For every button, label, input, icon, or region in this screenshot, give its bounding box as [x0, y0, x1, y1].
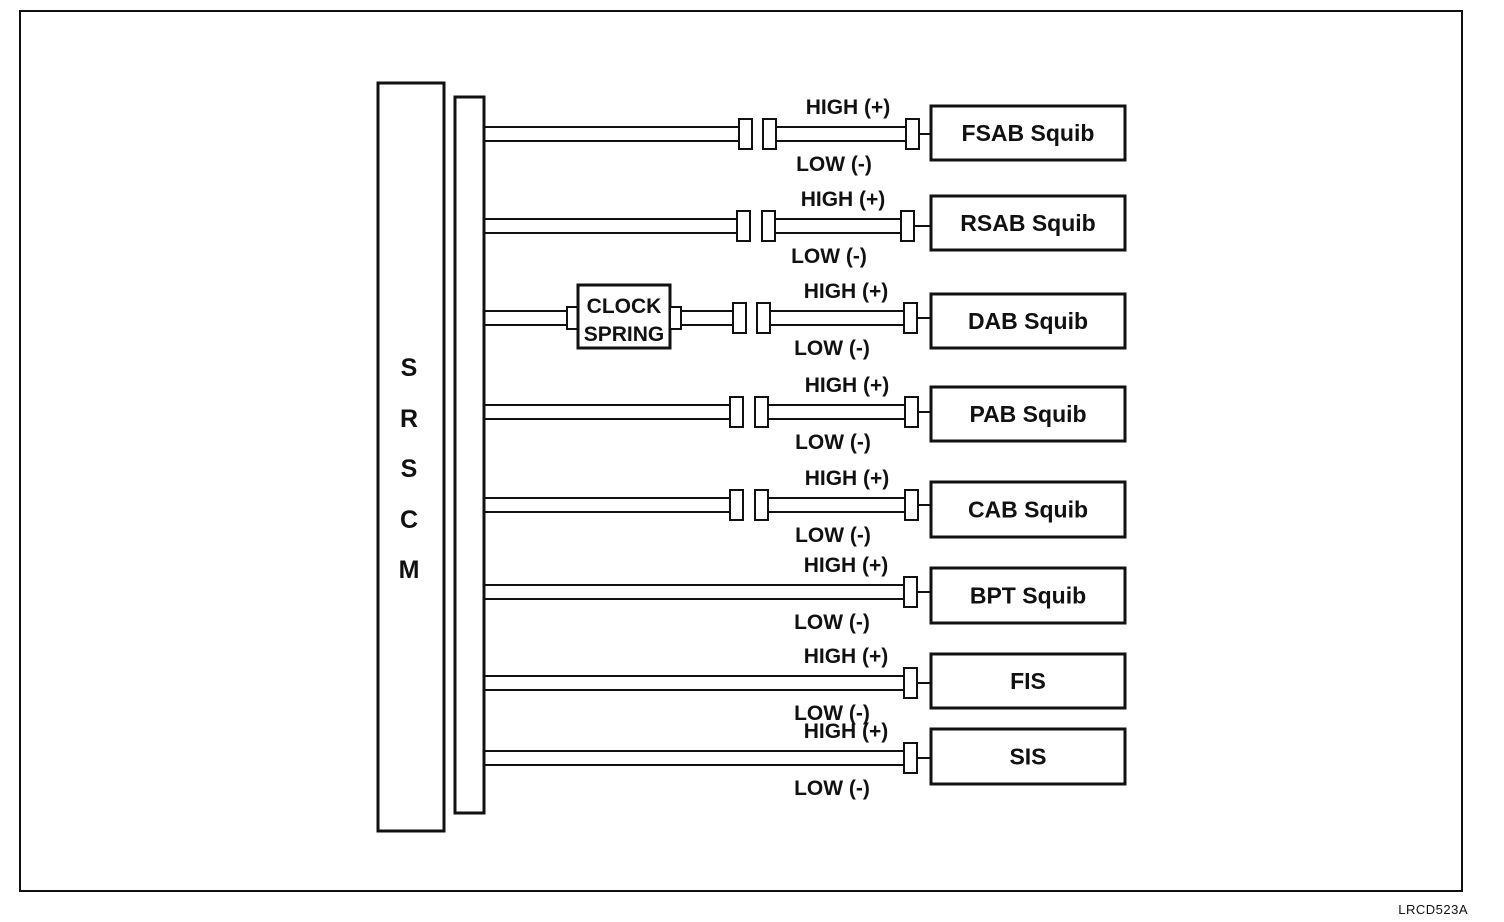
diagram-frame — [19, 10, 1463, 892]
harness-connector-bar — [453, 95, 486, 815]
high-wire-label: HIGH (+) — [804, 720, 889, 743]
component-box — [929, 480, 1127, 539]
component-label: SIS — [1009, 744, 1046, 770]
srscm-module-box — [376, 81, 446, 833]
connector-half — [729, 489, 744, 521]
high-wire-label: HIGH (+) — [801, 188, 886, 211]
connector-half — [754, 489, 769, 521]
clock-spring-connector — [566, 306, 579, 330]
module-letter: S — [401, 455, 418, 483]
component-box — [929, 385, 1127, 443]
low-wire-label: LOW (-) — [796, 153, 872, 176]
component-label: RSAB Squib — [960, 210, 1095, 236]
low-wire-label: LOW (-) — [794, 777, 870, 800]
clock-spring-label: CLOCK — [587, 295, 662, 318]
figure-reference: LRCD523A — [1398, 902, 1468, 917]
squib-connector — [903, 742, 918, 774]
component-box — [929, 292, 1127, 350]
component-label: CAB Squib — [968, 497, 1088, 523]
squib-connector — [904, 396, 919, 428]
component-label: PAB Squib — [969, 401, 1086, 427]
squib-connector — [903, 667, 918, 699]
connector-half — [756, 302, 771, 334]
connector-half — [762, 118, 777, 150]
low-wire-label: LOW (-) — [791, 245, 867, 268]
module-letter: M — [399, 556, 420, 584]
component-box — [929, 194, 1127, 252]
low-wire-label: LOW (-) — [794, 337, 870, 360]
low-wire-label: LOW (-) — [795, 524, 871, 547]
module-letter: C — [400, 506, 418, 534]
high-wire-label: HIGH (+) — [804, 554, 889, 577]
module-letter: S — [401, 354, 418, 382]
component-box — [929, 104, 1127, 162]
low-wire-label: LOW (-) — [794, 702, 870, 725]
high-wire-label: HIGH (+) — [805, 374, 890, 397]
component-label: DAB Squib — [968, 308, 1088, 334]
squib-connector — [904, 489, 919, 521]
clock-spring-connector — [669, 306, 682, 330]
squib-connector — [905, 118, 920, 150]
component-box — [929, 727, 1127, 786]
component-box — [929, 652, 1127, 710]
connector-half — [736, 210, 751, 242]
low-wire-label: LOW (-) — [795, 431, 871, 454]
low-wire-label: LOW (-) — [794, 611, 870, 634]
module-letter: R — [400, 405, 418, 433]
squib-connector — [903, 302, 918, 334]
connector-half — [761, 210, 776, 242]
clock-spring-label: SPRING — [584, 323, 665, 346]
high-wire-label: HIGH (+) — [805, 467, 890, 490]
connector-half — [754, 396, 769, 428]
squib-connector — [900, 210, 915, 242]
component-label: FSAB Squib — [962, 120, 1095, 146]
connector-half — [732, 302, 747, 334]
high-wire-label: HIGH (+) — [804, 645, 889, 668]
component-label: BPT Squib — [970, 583, 1086, 609]
high-wire-label: HIGH (+) — [804, 280, 889, 303]
connector-half — [729, 396, 744, 428]
high-wire-label: HIGH (+) — [806, 96, 891, 119]
connector-half — [738, 118, 753, 150]
clock-spring-box — [576, 283, 672, 350]
component-box — [929, 566, 1127, 625]
component-label: FIS — [1010, 668, 1046, 694]
squib-connector — [903, 576, 918, 608]
